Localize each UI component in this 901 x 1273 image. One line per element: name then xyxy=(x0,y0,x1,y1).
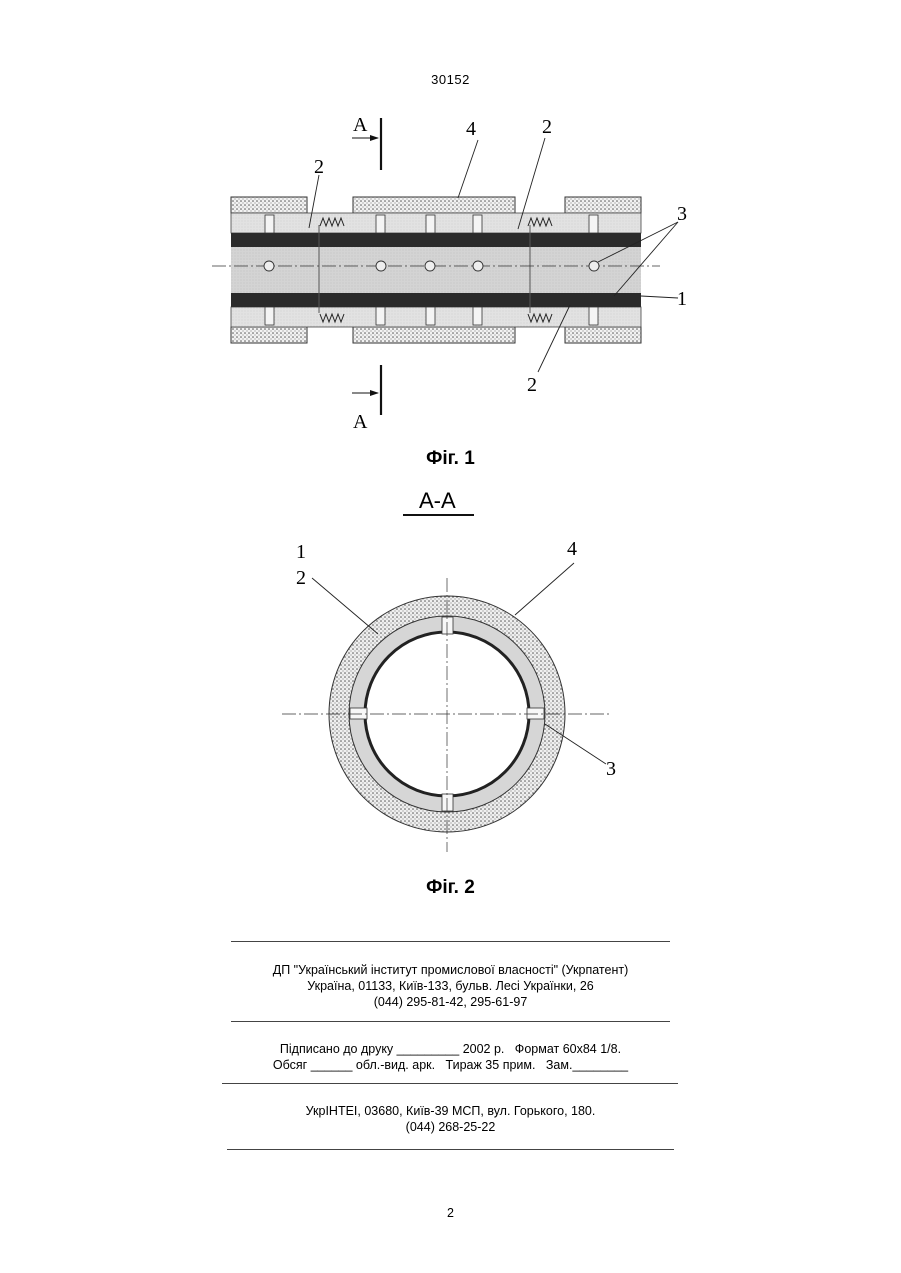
printer-phone: (044) 268-25-22 xyxy=(0,1119,901,1135)
section-title: А-А xyxy=(419,488,456,513)
figure-2-caption: Фіг. 2 xyxy=(0,877,901,899)
divider xyxy=(231,1021,670,1022)
page-number: 2 xyxy=(0,1205,901,1221)
callout-2-top-right: 2 xyxy=(542,116,552,138)
pipe-wall-top xyxy=(231,233,641,247)
publisher-phone: (044) 295-81-42, 295-61-97 xyxy=(0,994,901,1010)
callout-2-top-left: 2 xyxy=(314,156,324,178)
insulation-bottom-center xyxy=(353,327,515,343)
callout-2-bottom: 2 xyxy=(527,374,537,396)
publisher-address: Україна, 01133, Київ-133, бульв. Лесі Ук… xyxy=(0,978,901,994)
insulation-bottom-right xyxy=(565,327,641,343)
print-info-line-1: Підписано до друку _________ 2002 р. Фор… xyxy=(0,1041,901,1057)
callout-4: 4 xyxy=(567,538,577,560)
printer-name: УкрІНТЕІ, 03680, Київ-39 МСП, вул. Горьк… xyxy=(0,1103,901,1119)
pipe-wall-bottom xyxy=(231,293,641,307)
figure-1-drawing: A A 2 4 2 3 1 2 xyxy=(200,100,710,435)
figure-2-drawing: А-А 1 2 4 3 xyxy=(270,480,640,860)
callout-1: 1 xyxy=(296,541,306,563)
document-number: 30152 xyxy=(0,72,901,87)
section-mark-bottom: A xyxy=(353,411,368,433)
insulation-top-center xyxy=(353,197,515,213)
insulation-bottom-left xyxy=(231,327,307,343)
callout-1: 1 xyxy=(677,288,687,310)
publisher-name: ДП "Український інститут промислової вла… xyxy=(0,962,901,978)
divider xyxy=(222,1083,678,1084)
print-info-line-2: Обсяг ______ обл.-вид. арк. Тираж 35 при… xyxy=(0,1057,901,1073)
pipe-interior xyxy=(231,247,641,293)
callout-3: 3 xyxy=(606,758,616,780)
insulation-top-right xyxy=(565,197,641,213)
figure-1-caption: Фіг. 1 xyxy=(0,448,901,470)
insulation-top-left xyxy=(231,197,307,213)
section-mark-top: A xyxy=(353,114,368,136)
callout-4: 4 xyxy=(466,118,476,140)
callout-3: 3 xyxy=(677,203,687,225)
divider xyxy=(231,941,670,942)
divider xyxy=(227,1149,674,1150)
callout-2: 2 xyxy=(296,567,306,589)
